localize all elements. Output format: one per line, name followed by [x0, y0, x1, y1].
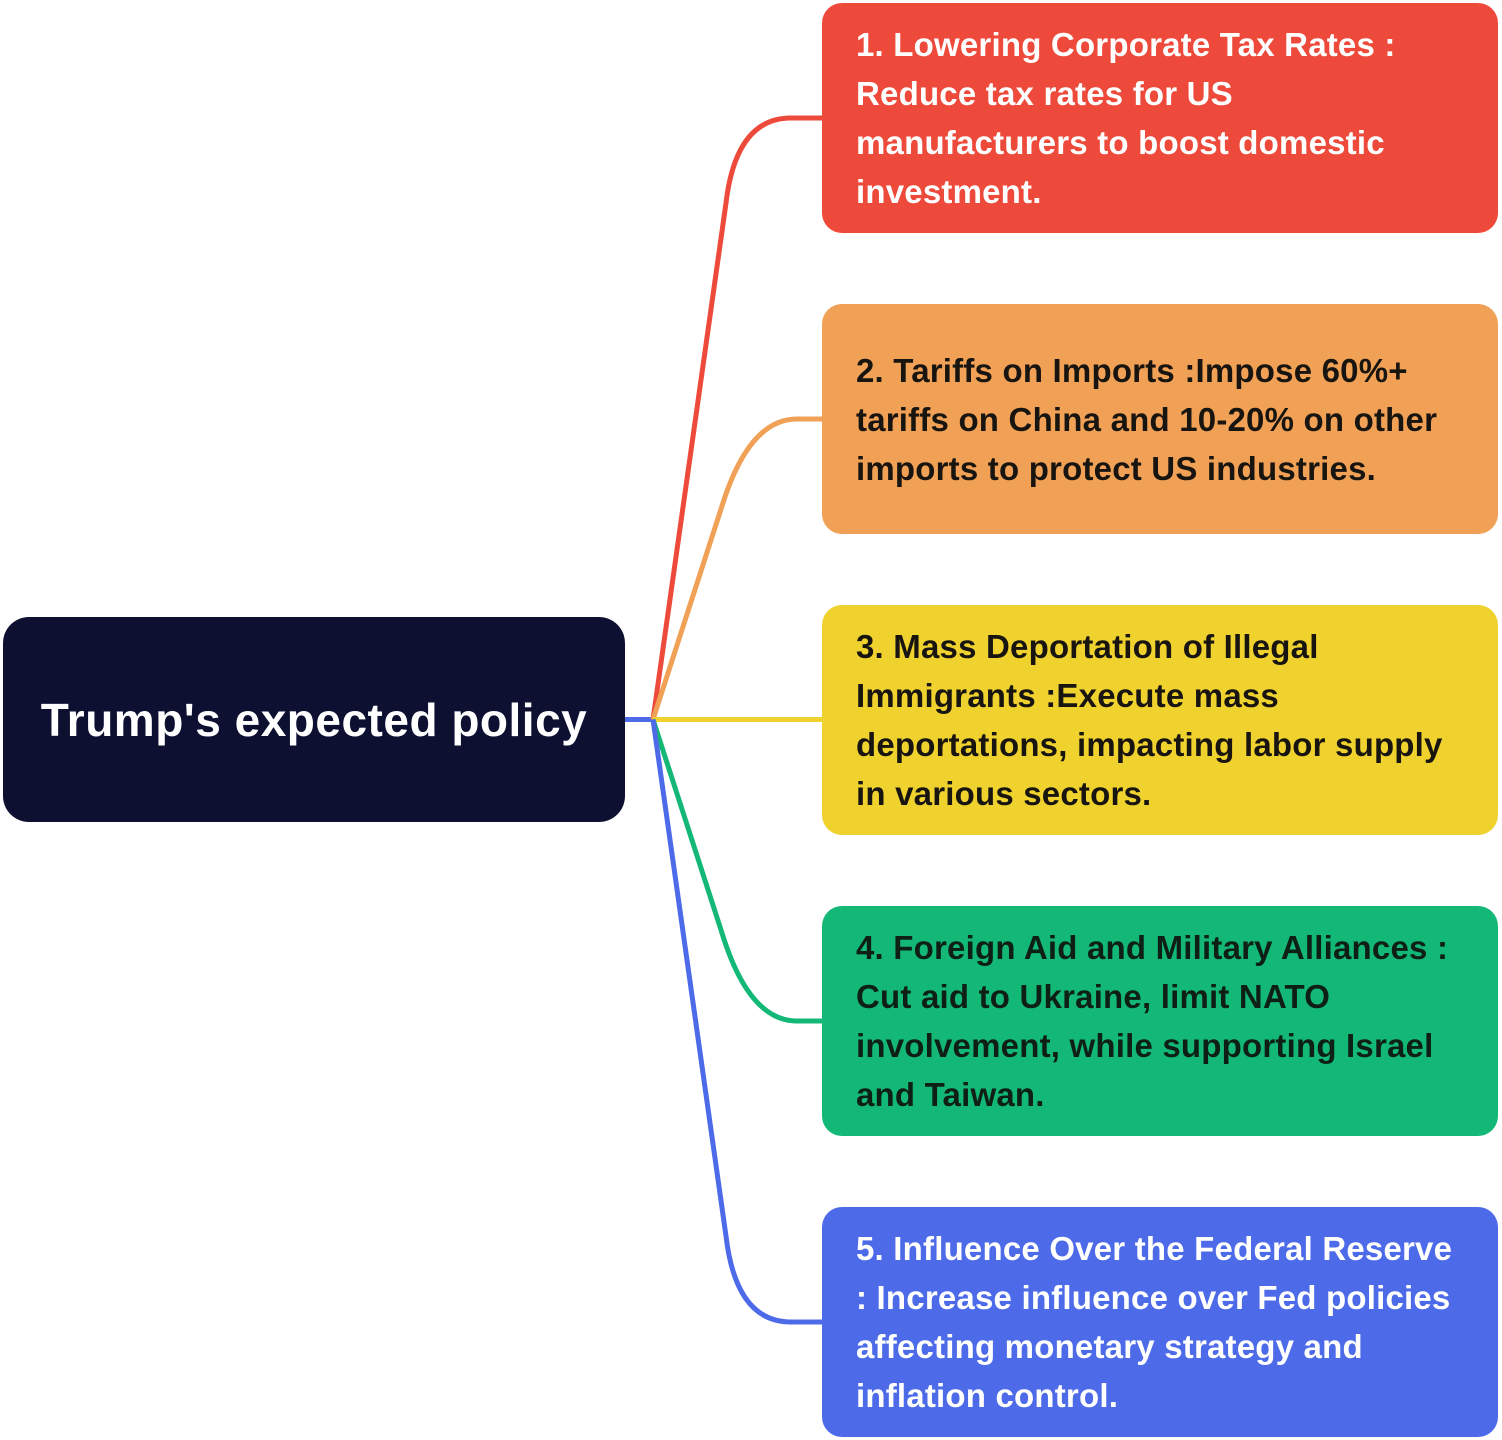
branch-node-2-label: 2. Tariffs on Imports :Impose 60%+ tarif…	[856, 351, 1438, 487]
branch-node-1-label: 1. Lowering Corporate Tax Rates : Reduce…	[856, 26, 1396, 210]
branch-node-4-label: 4. Foreign Aid and Military Alliances : …	[856, 929, 1449, 1113]
root-node[interactable]: Trump's expected policy	[3, 617, 625, 822]
connector-branch-1	[650, 115, 824, 720]
branch-node-3[interactable]: 3. Mass Deportation of Illegal Immigrant…	[822, 605, 1498, 835]
branch-node-3-label: 3. Mass Deportation of Illegal Immigrant…	[856, 628, 1443, 812]
connector-branch-4	[650, 718, 824, 1024]
branch-node-2[interactable]: 2. Tariffs on Imports :Impose 60%+ tarif…	[822, 304, 1498, 534]
connector-branch-5	[650, 719, 824, 1325]
branch-node-5[interactable]: 5. Influence Over the Federal Reserve : …	[822, 1207, 1498, 1437]
root-node-label: Trump's expected policy	[40, 693, 588, 746]
connector-branch-2	[650, 416, 824, 721]
branch-node-5-label: 5. Influence Over the Federal Reserve : …	[856, 1230, 1453, 1414]
branch-node-4[interactable]: 4. Foreign Aid and Military Alliances : …	[822, 906, 1498, 1136]
branch-node-1[interactable]: 1. Lowering Corporate Tax Rates : Reduce…	[822, 3, 1498, 233]
